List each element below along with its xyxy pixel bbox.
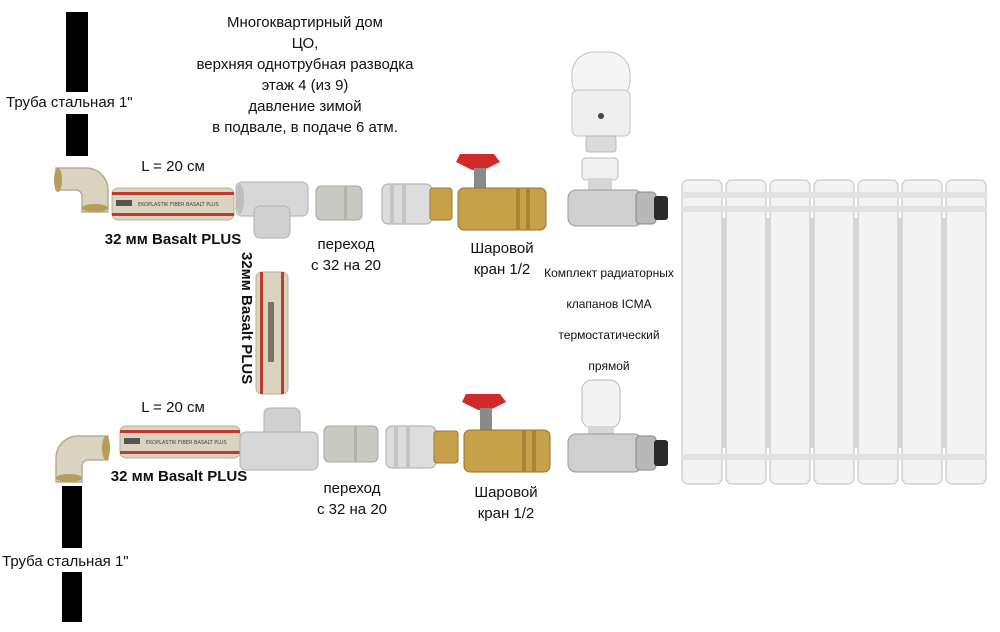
tee-fitting-top [235,181,309,239]
steel-pipe-top-upper [66,12,88,92]
ball-valve-label-bottom: Шаровой кран 1/2 [456,482,556,524]
valve-kit-line1: Комплект радиаторных [544,266,674,280]
threaded-coupling-top [381,183,453,225]
ball-valve-label-top: Шаровой кран 1/2 [452,238,552,280]
pp-pipe-top: EKOPLASTIK FIBER BASALT PLUS [111,187,235,221]
pipe-print-top: EKOPLASTIK FIBER BASALT PLUS [138,202,219,208]
ball-valve-label-top-line1: Шаровой [470,240,534,257]
ball-valve-top [456,154,547,231]
adapter-label-bottom-line2: с 32 на 20 [317,501,387,518]
title-line-1: Многоквартирный дом [227,14,383,31]
pipe-print-bottom: EKOPLASTIK FIBER BASALT PLUS [146,440,227,446]
length-label-bottom: L = 20 см [141,399,205,416]
adapter-label-top: переход с 32 на 20 [296,234,396,276]
steel-pipe-top-lower [66,114,88,156]
riser-label: 32мм Basalt PLUS [238,252,255,385]
valve-kit-line4: прямой [588,359,630,373]
title-line-6: в подвале, в подаче 6 атм. [212,119,398,136]
steel-pipe-bottom-upper [62,486,82,548]
title-line-3: верхняя однотрубная разводка [196,56,414,73]
radiator [681,179,987,485]
adapter-fitting-bottom [323,425,379,463]
adapter-fitting-top [315,185,363,221]
title-line-2: ЦО, [291,35,319,52]
adapter-label-bottom-line1: переход [323,480,381,497]
thermostatic-head [571,51,631,153]
adapter-label-bottom: переход с 32 на 20 [302,478,402,520]
threaded-coupling-bottom [385,425,459,469]
steel-pipe-label-top: Труба стальная 1" [6,94,133,111]
radiator-valve-bottom [567,379,668,473]
length-label-top: L = 20 см [141,158,205,175]
steel-pipe-label-bottom: Труба стальная 1" [2,553,129,570]
radiator-valve-top [567,157,668,227]
tee-fitting-bottom [239,407,319,471]
title-line-5: давление зимой [248,98,362,115]
valve-kit-line3: термостатический [558,328,660,342]
valve-kit-line2: клапанов ICMA [566,297,652,311]
ball-valve-label-bottom-line2: кран 1/2 [477,505,535,522]
ball-valve-label-bottom-line1: Шаровой [474,484,538,501]
elbow-fitting-bottom [55,435,110,483]
elbow-fitting-top [54,167,109,213]
pp-pipe-riser [255,271,289,395]
valve-kit-label: Комплект радиаторных клапанов ICMA термо… [534,258,684,382]
adapter-label-top-line2: с 32 на 20 [311,257,381,274]
title-block: Многоквартирный дом ЦО, верхняя однотруб… [170,12,440,138]
adapter-label-top-line1: переход [317,236,375,253]
ball-valve-bottom [462,394,551,473]
title-line-4: этаж 4 (из 9) [261,77,349,94]
pipe-label-top: 32 мм Basalt PLUS [104,231,242,248]
ball-valve-label-top-line2: кран 1/2 [473,261,531,278]
pp-pipe-bottom: EKOPLASTIK FIBER BASALT PLUS [119,425,241,459]
steel-pipe-bottom-lower [62,572,82,622]
pipe-label-bottom: 32 мм Basalt PLUS [110,468,248,485]
